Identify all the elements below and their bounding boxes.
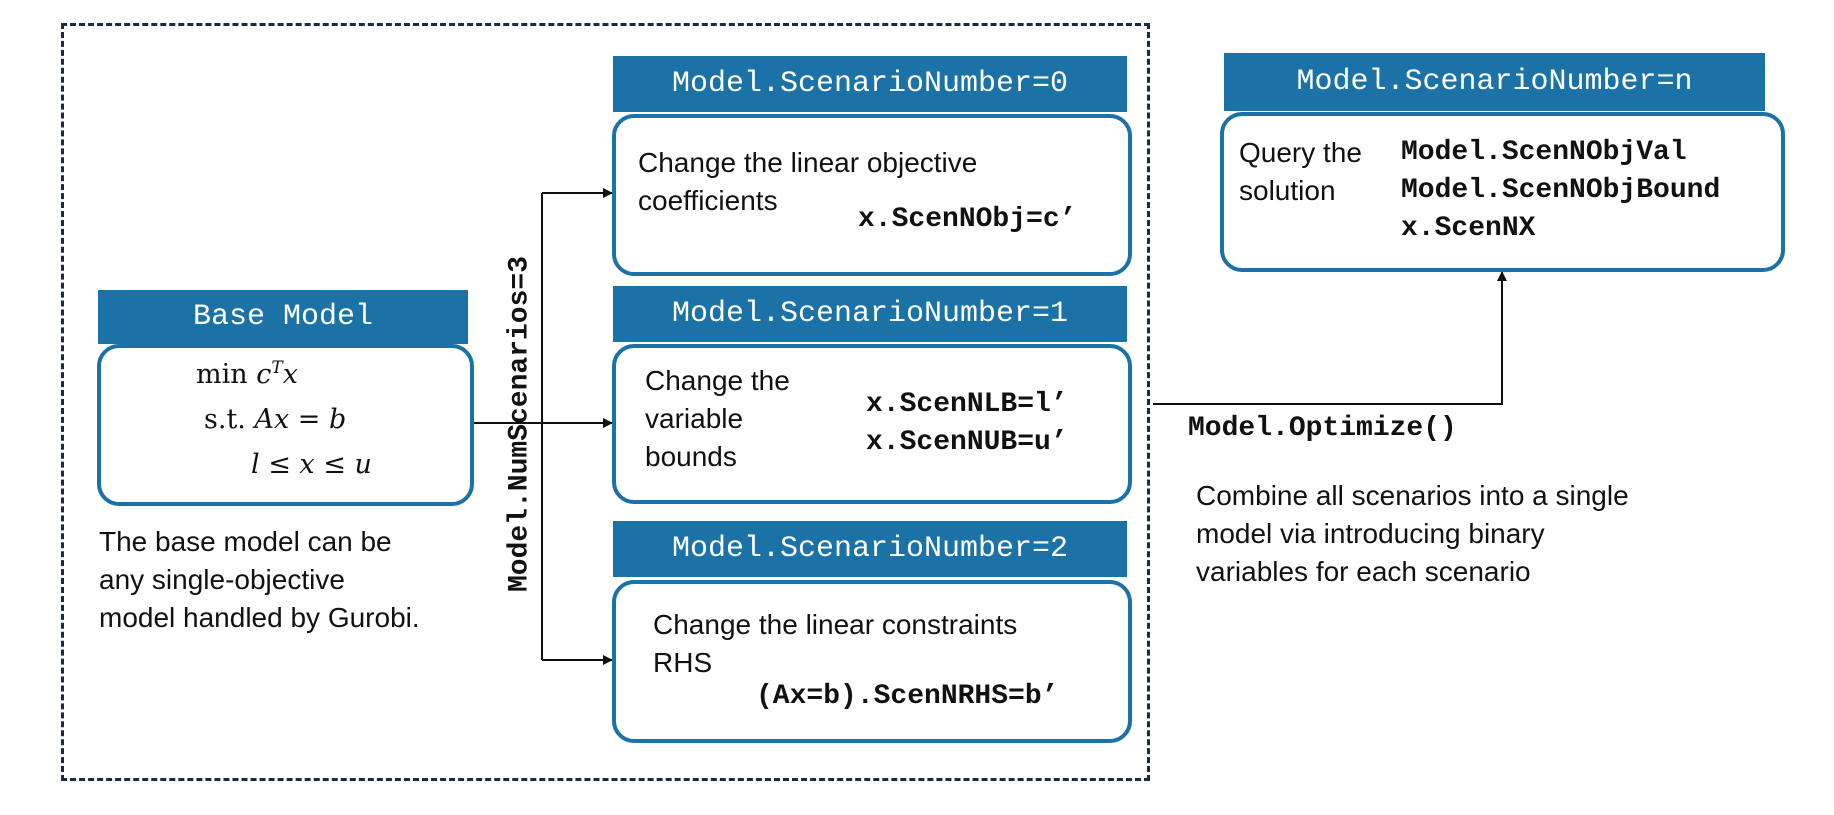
scenario-1-code: x.ScenNLB=l’ x.ScenNUB=u’ — [866, 386, 1068, 462]
result-box: Query the solution Model.ScenNObjVal Mod… — [1220, 112, 1785, 272]
code-line: x.ScenNX — [1401, 213, 1536, 244]
description-line: RHS — [653, 647, 713, 678]
description-line: variables for each scenario — [1196, 556, 1531, 587]
description-line: Change the linear constraints — [653, 609, 1018, 640]
scenario-group-frame — [61, 23, 1150, 781]
constraint-expression: Ax = b — [254, 404, 347, 435]
base-model-header: Base Model — [98, 290, 468, 344]
scenario-0-header: Model.ScenarioNumber=0 — [613, 56, 1127, 112]
bounds-formula: l ≤ x ≤ u — [251, 449, 372, 480]
code-line: x.ScenNObj=c’ — [858, 204, 1077, 235]
code-line: (Ax=b).ScenNRHS=b’ — [756, 681, 1059, 712]
result-header: Model.ScenarioNumber=n — [1224, 53, 1765, 111]
scenario-2-description: Change the linear constraints RHS — [653, 606, 1017, 682]
constraint-formula: s.t. Ax = b — [204, 404, 346, 435]
objective-operator: min — [196, 359, 248, 390]
scenario-1-box: Change the variable bounds x.ScenNLB=l’ … — [612, 344, 1132, 504]
description-line: bounds — [645, 441, 737, 472]
caption-line: model handled by Gurobi. — [99, 602, 420, 633]
result-description: Query the solution — [1239, 134, 1362, 210]
description-line: Change the linear objective — [638, 147, 978, 178]
bounds-expression: l ≤ x ≤ u — [251, 449, 372, 480]
scenario-1-description: Change the variable bounds — [645, 362, 790, 476]
transpose-mark: T — [271, 358, 283, 378]
objective-formula: min cTx — [196, 358, 298, 390]
code-line: x.ScenNLB=l’ — [866, 389, 1068, 420]
description-line: Query the — [1239, 137, 1362, 168]
caption-line: The base model can be — [99, 526, 392, 557]
base-model-box: min cTx s.t. Ax = b l ≤ x ≤ u — [97, 344, 474, 506]
optimize-label: Model.Optimize() — [1188, 413, 1457, 444]
scenario-2-box: Change the linear constraints RHS (Ax=b)… — [612, 580, 1132, 743]
num-scenarios-label: Model.NumScenarios=3 — [504, 255, 536, 593]
code-line: x.ScenNUB=u’ — [866, 427, 1068, 458]
description-line: variable — [645, 403, 744, 434]
caption-line: any single-objective — [99, 564, 345, 595]
scenario-0-code: x.ScenNObj=c’ — [858, 201, 1076, 239]
scenario-1-header: Model.ScenarioNumber=1 — [613, 286, 1127, 342]
scenario-0-box: Change the linear objective coefficients… — [612, 114, 1132, 276]
optimize-description: Combine all scenarios into a single mode… — [1196, 477, 1629, 591]
objective-variable: x — [282, 359, 298, 390]
description-line: Combine all scenarios into a single — [1196, 480, 1629, 511]
code-line: Model.ScenNObjVal — [1401, 137, 1687, 168]
scenario-0-description: Change the linear objective coefficients — [638, 144, 977, 220]
base-model-caption: The base model can be any single-objecti… — [99, 523, 420, 637]
subject-to-label: s.t. — [204, 404, 246, 435]
scenario-2-code: (Ax=b).ScenNRHS=b’ — [756, 678, 1058, 716]
description-line: model via introducing binary — [1196, 518, 1545, 549]
objective-vector: c — [256, 359, 272, 390]
description-line: Change the — [645, 365, 790, 396]
scenario-2-header: Model.ScenarioNumber=2 — [613, 521, 1127, 577]
result-code: Model.ScenNObjVal Model.ScenNObjBound x.… — [1401, 134, 1720, 248]
code-line: Model.ScenNObjBound — [1401, 175, 1721, 206]
arrow-to-result — [1153, 271, 1507, 405]
description-line: coefficients — [638, 185, 778, 216]
description-line: solution — [1239, 175, 1336, 206]
